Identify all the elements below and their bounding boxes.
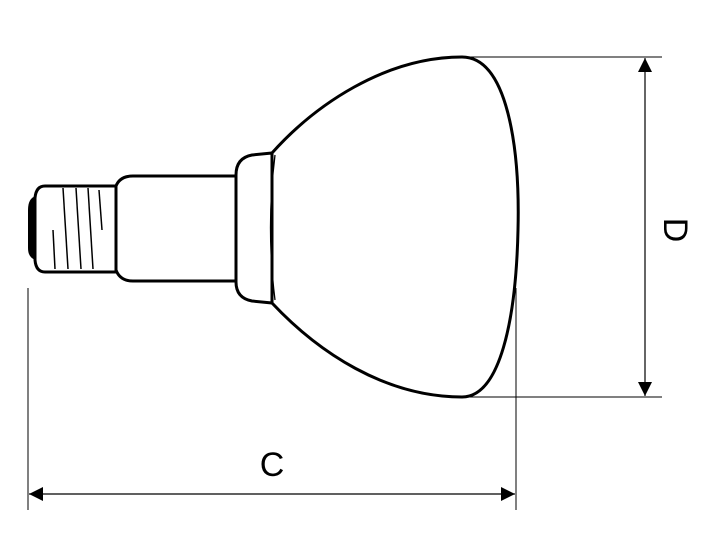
dimension-label-c: C bbox=[260, 446, 285, 484]
collar-inner-line bbox=[269, 154, 276, 301]
screw-threads bbox=[52, 187, 103, 270]
dimension-lines bbox=[27, 56, 662, 510]
dimension-label-d: D bbox=[656, 218, 694, 243]
base-contact-cap bbox=[28, 196, 36, 260]
bulb-reflector bbox=[270, 55, 520, 399]
lamp-neck bbox=[114, 174, 238, 283]
screw-base bbox=[33, 184, 118, 274]
bulb-collar bbox=[234, 151, 274, 305]
lamp bbox=[28, 55, 520, 399]
